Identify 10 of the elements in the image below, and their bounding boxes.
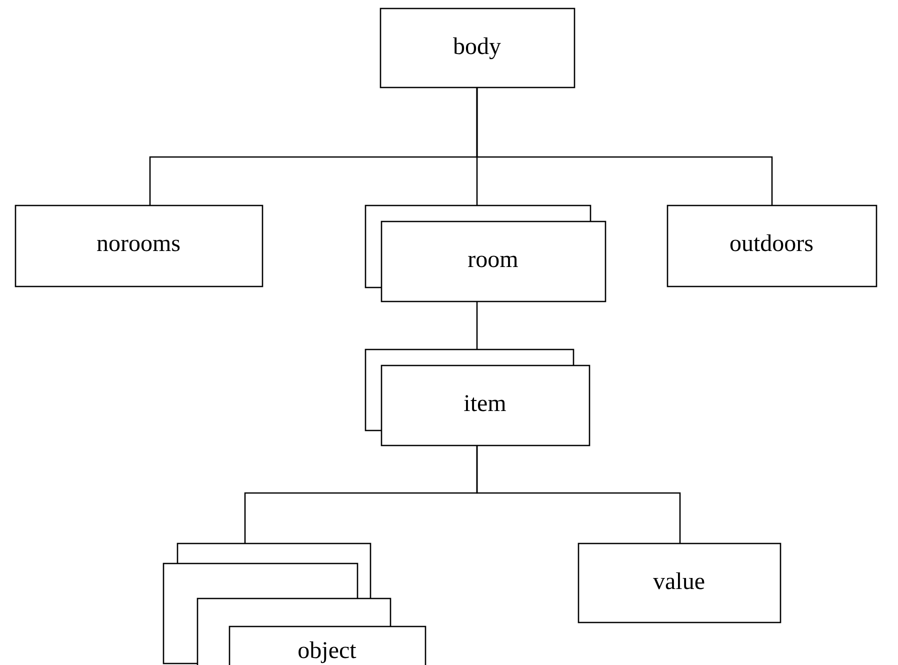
- connector-line: [476, 87, 773, 205]
- node-label: item: [464, 391, 506, 418]
- node-label: object: [298, 638, 356, 664]
- connector-line: [476, 445, 681, 543]
- node-label: value: [653, 569, 705, 596]
- connector-line: [476, 301, 478, 349]
- node-label: room: [468, 247, 518, 274]
- node-label: body: [453, 34, 501, 61]
- node-label: norooms: [96, 231, 180, 258]
- node-label: outdoors: [730, 231, 814, 258]
